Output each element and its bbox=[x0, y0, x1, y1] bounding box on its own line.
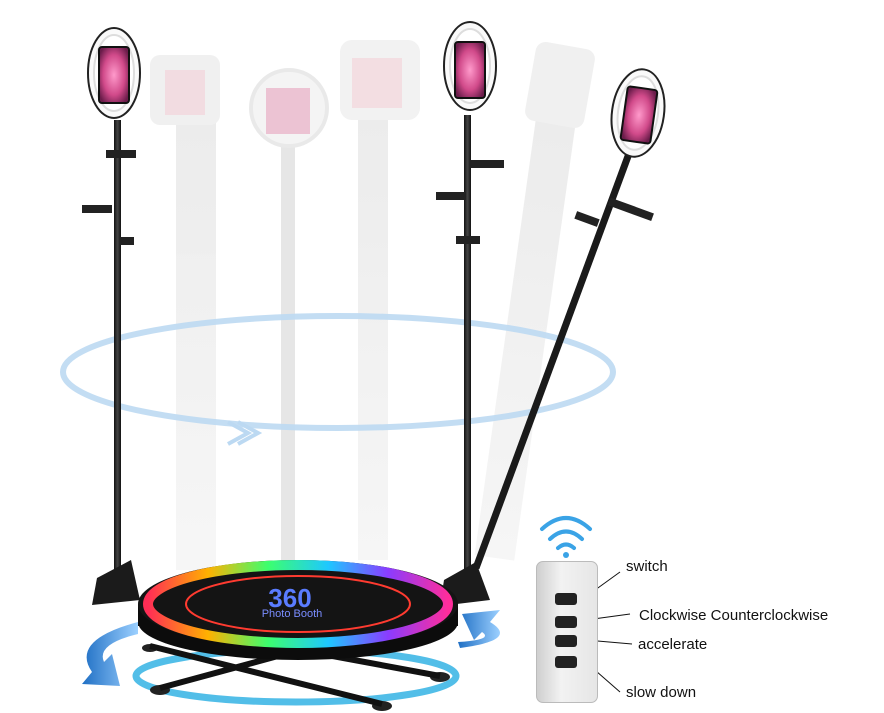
light-pole-right bbox=[436, 21, 504, 606]
remote-slow-down-button[interactable] bbox=[555, 656, 577, 668]
light-pole-tilted bbox=[472, 68, 666, 570]
remote-switch-button[interactable] bbox=[555, 593, 577, 605]
label-direction: Clockwise Counterclockwise bbox=[639, 607, 829, 624]
light-pole-left bbox=[82, 27, 141, 605]
wifi-signal-icon bbox=[540, 516, 592, 550]
label-slow-down: slow down bbox=[626, 684, 697, 701]
turntable-brand: Photo Booth bbox=[262, 608, 323, 620]
remote-accelerate-button[interactable] bbox=[555, 635, 577, 647]
rotation-arrow-right-icon bbox=[458, 610, 500, 648]
remote-control bbox=[536, 561, 598, 703]
turntable-platform: 360 Photo Booth bbox=[138, 560, 458, 660]
remote-direction-button[interactable] bbox=[555, 616, 577, 628]
turntable-logo: 360 bbox=[268, 583, 311, 613]
motion-blur-ghosts bbox=[150, 40, 595, 570]
rotation-ring bbox=[60, 313, 616, 431]
label-accelerate: accelerate bbox=[638, 636, 708, 653]
label-switch: switch bbox=[626, 558, 668, 575]
rotation-arrow-left-icon bbox=[82, 622, 138, 686]
rotation-chevron-icon bbox=[227, 420, 263, 446]
